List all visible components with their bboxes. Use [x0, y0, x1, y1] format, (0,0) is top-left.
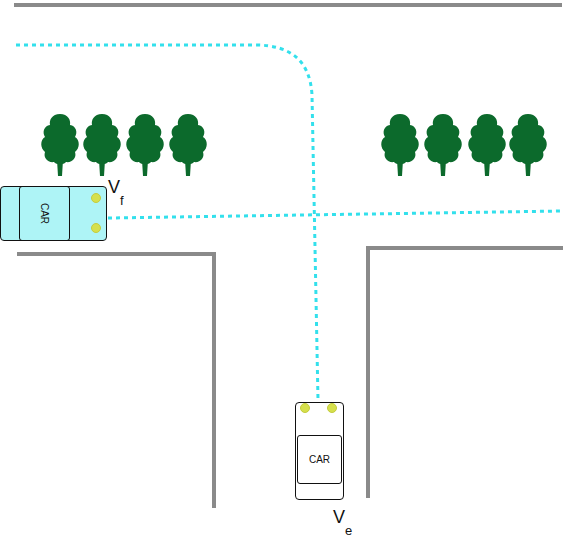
headlight-dot — [327, 403, 337, 413]
tree — [169, 114, 207, 176]
velocity-symbol: V — [333, 508, 345, 526]
front-car-path — [108, 211, 563, 218]
tree — [83, 114, 121, 176]
car-label: CAR — [39, 203, 50, 224]
velocity-symbol: V — [108, 178, 120, 196]
road-edge-left — [19, 254, 214, 506]
tree — [468, 114, 506, 176]
road-edge-top — [16, 3, 560, 7]
headlight-dot — [91, 193, 101, 203]
headlight-dot — [91, 223, 101, 233]
tree — [424, 114, 462, 176]
car-cabin: CAR — [297, 435, 342, 484]
velocity-subscript: f — [120, 194, 124, 207]
tree — [126, 114, 164, 176]
trajectories — [16, 45, 563, 400]
tree — [381, 114, 419, 176]
headlight-dot — [300, 403, 310, 413]
car-box: CAR — [0, 186, 107, 241]
car-label: CAR — [309, 454, 330, 465]
road-edge-right — [368, 248, 561, 496]
tree — [41, 114, 79, 176]
car-cabin: CAR — [19, 186, 70, 241]
velocity-subscript: e — [345, 524, 352, 537]
car-box: CAR — [295, 402, 344, 500]
trees — [41, 114, 547, 176]
road-edges — [16, 5, 561, 506]
tree — [509, 114, 547, 176]
